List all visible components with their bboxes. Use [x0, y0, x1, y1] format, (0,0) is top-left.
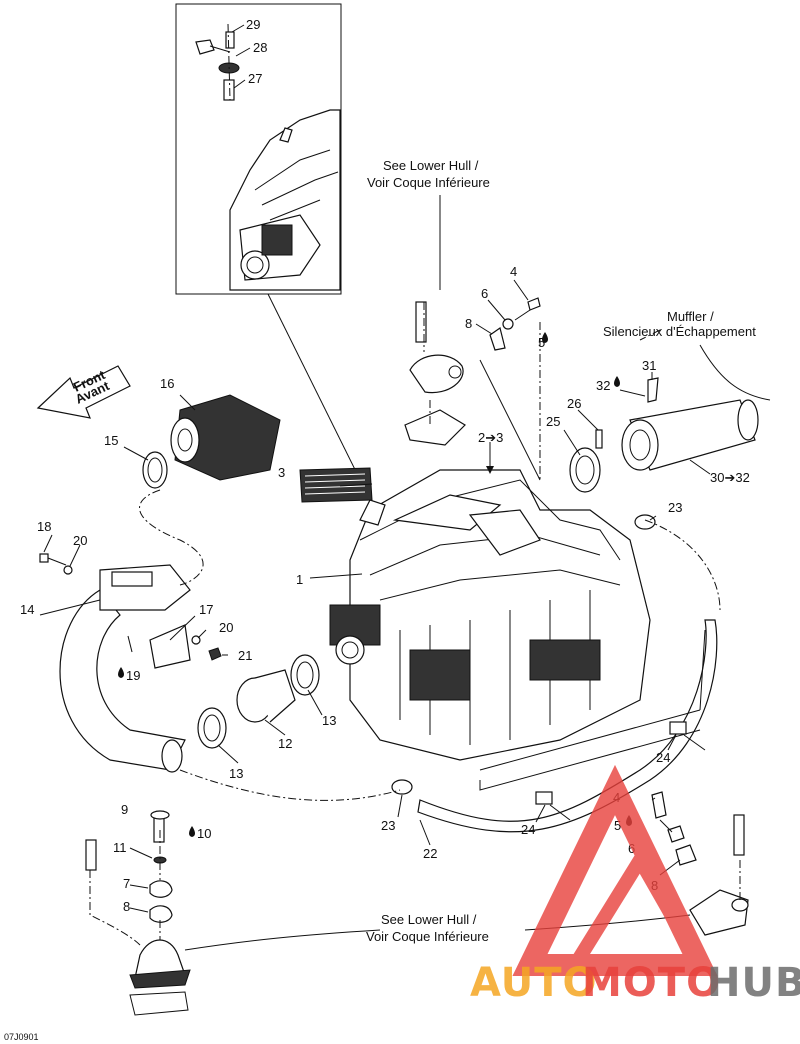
hose-clamp-24b — [669, 721, 706, 751]
callout-20a: 20 — [73, 533, 87, 548]
hose-22 — [417, 619, 718, 833]
callout-19: 19 — [126, 668, 140, 683]
callout-3: 3 — [278, 465, 285, 480]
callout-10: 10 — [197, 826, 211, 841]
callout-16: 16 — [160, 376, 174, 391]
nut-21 — [208, 647, 222, 661]
caption-lower-hull-bottom-2: Voir Coque Inférieure — [366, 929, 489, 944]
callout-13b: 13 — [322, 713, 336, 728]
coupler-12 — [236, 669, 296, 723]
callout-1: 1 — [296, 572, 303, 587]
intake-duct — [59, 564, 191, 773]
right-mount-parts — [651, 791, 749, 936]
washer-20a — [63, 565, 73, 575]
callout-21: 21 — [238, 648, 252, 663]
sealant-drop-icon — [542, 332, 548, 343]
callout-8b: 8 — [123, 899, 130, 914]
callout-5b: 5 — [614, 818, 621, 833]
clamp-13b — [290, 654, 320, 696]
callout-24a: 24 — [521, 822, 535, 837]
callout-14: 14 — [20, 602, 34, 617]
hose-clamp-24a — [535, 791, 571, 821]
callout-8a: 8 — [465, 316, 472, 331]
callout-15: 15 — [104, 433, 118, 448]
svg-text:AUTO: AUTO — [470, 960, 598, 1006]
bracket-17 — [149, 624, 191, 669]
callout-9: 9 — [121, 802, 128, 817]
callout-20b: 20 — [219, 620, 233, 635]
sealant-drop-icon — [614, 376, 620, 387]
clamp-13a — [197, 707, 227, 749]
muffler — [621, 399, 759, 471]
clamp-15 — [142, 451, 168, 489]
caption-muffler-2: Silencieux d'Échappement — [603, 324, 756, 339]
bolt-18 — [39, 553, 67, 566]
callout-7: 7 — [123, 876, 130, 891]
sealant-drop-icon — [118, 667, 124, 678]
callout-25: 25 — [546, 414, 560, 429]
fitting-31 — [647, 377, 659, 403]
watermark-text: AUTO MOTO HUB — [470, 960, 800, 1006]
callout-6a: 6 — [481, 286, 488, 301]
top-mount-parts — [404, 297, 541, 446]
inset-engine-detail — [229, 109, 341, 291]
callout-23b: 23 — [668, 500, 682, 515]
caption-muffler-1: Muffler / — [667, 309, 714, 324]
inset-sensor-parts — [195, 23, 240, 101]
callout-24b: 24 — [656, 750, 670, 765]
clamp-23a — [391, 779, 413, 795]
screw-19 — [127, 635, 133, 653]
caption-lower-hull-top-1: See Lower Hull / — [383, 158, 479, 173]
callout-12: 12 — [278, 736, 292, 751]
callout-29: 29 — [246, 17, 260, 32]
bolt-26 — [595, 429, 603, 449]
caption-lower-hull-top-2: Voir Coque Inférieure — [367, 175, 490, 190]
callout-17: 17 — [199, 602, 213, 617]
callout-11: 11 — [113, 840, 127, 855]
callout-13a: 13 — [229, 766, 243, 781]
callout-4a: 4 — [510, 264, 517, 279]
callout-27: 27 — [248, 71, 262, 86]
callout-5a: 5 — [538, 335, 545, 350]
lower-mount-parts — [85, 810, 191, 1016]
inset-detail-box — [175, 3, 342, 295]
sealant-drop-icon — [189, 826, 195, 837]
front-arrow: Front Avant — [36, 365, 131, 419]
engine-block — [329, 469, 651, 761]
clamp-25 — [569, 447, 601, 493]
air-intake-silencer — [170, 394, 281, 481]
callout-2-to-3: 2➔3 — [478, 430, 503, 445]
callout-30-to-32: 30➔32 — [710, 470, 750, 485]
svg-text:MOTO: MOTO — [582, 960, 721, 1006]
callout-22: 22 — [423, 846, 437, 861]
watermark-triangle-logo — [512, 764, 718, 976]
diagram-code: 07J0901 — [4, 1032, 39, 1042]
callout-28: 28 — [253, 40, 267, 55]
callout-31: 31 — [642, 358, 656, 373]
caption-lower-hull-bottom-1: See Lower Hull / — [381, 912, 477, 927]
clamp-23b — [634, 514, 656, 530]
callout-23a: 23 — [381, 818, 395, 833]
callout-26: 26 — [567, 396, 581, 411]
svg-text:HUB: HUB — [707, 960, 800, 1006]
decal-3 — [299, 467, 373, 503]
callout-18: 18 — [37, 519, 51, 534]
callout-32: 32 — [596, 378, 610, 393]
